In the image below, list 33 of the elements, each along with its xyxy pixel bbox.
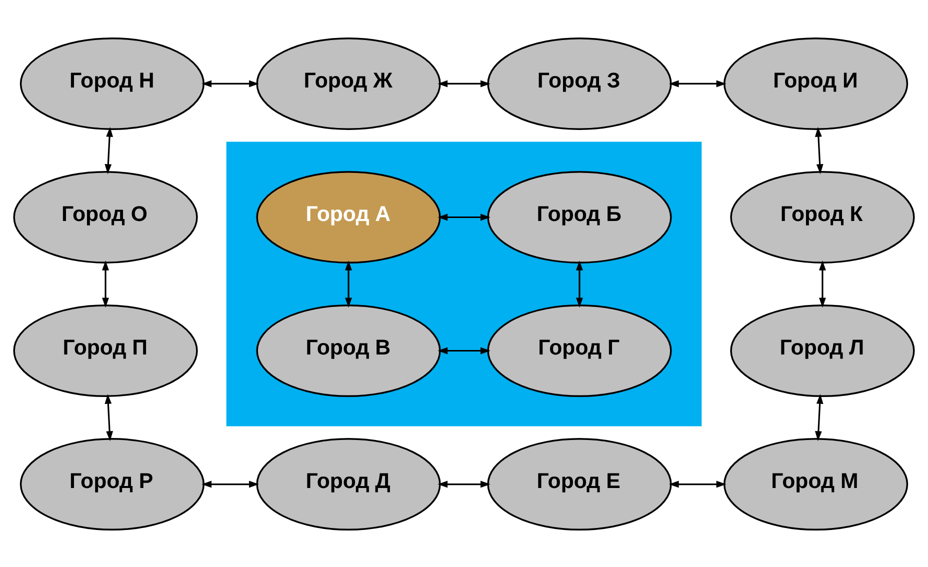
node-ellipse: Город П <box>13 304 198 397</box>
arrow <box>814 393 824 441</box>
arrow <box>668 480 726 488</box>
arrow <box>202 480 259 488</box>
node-ellipse: Город Р <box>20 438 205 530</box>
node-ellipse: Город Ж <box>256 36 441 130</box>
arrow <box>102 260 109 308</box>
node-ellipse: Город Г <box>487 304 672 397</box>
node-ellipse: Город К <box>730 170 915 263</box>
node-ellipse: Город В <box>256 304 441 397</box>
arrow <box>814 126 824 174</box>
node-ellipse: Город З <box>487 36 672 130</box>
node-ellipse: Город Н <box>20 36 205 130</box>
node-ellipse: Город Д <box>256 438 441 530</box>
arrow <box>104 126 114 174</box>
node-ellipse: Город Е <box>487 438 672 530</box>
node-ellipse: Город И <box>723 36 908 130</box>
node-ellipse: Город М <box>723 438 908 530</box>
node-ellipse: Город О <box>13 170 198 263</box>
arrow <box>202 80 259 87</box>
node-ellipse: Город А <box>256 170 441 263</box>
arrow <box>438 80 490 87</box>
arrow <box>104 393 114 441</box>
arrow <box>438 346 490 354</box>
arrow <box>576 260 583 308</box>
cluster <box>226 141 702 426</box>
arrow <box>668 80 726 87</box>
arrow <box>438 480 490 488</box>
arrow <box>438 213 490 220</box>
arrow <box>819 260 826 308</box>
node-ellipse: Город Л <box>730 304 915 397</box>
arrow <box>345 260 352 308</box>
node-ellipse: Город Б <box>487 170 672 263</box>
